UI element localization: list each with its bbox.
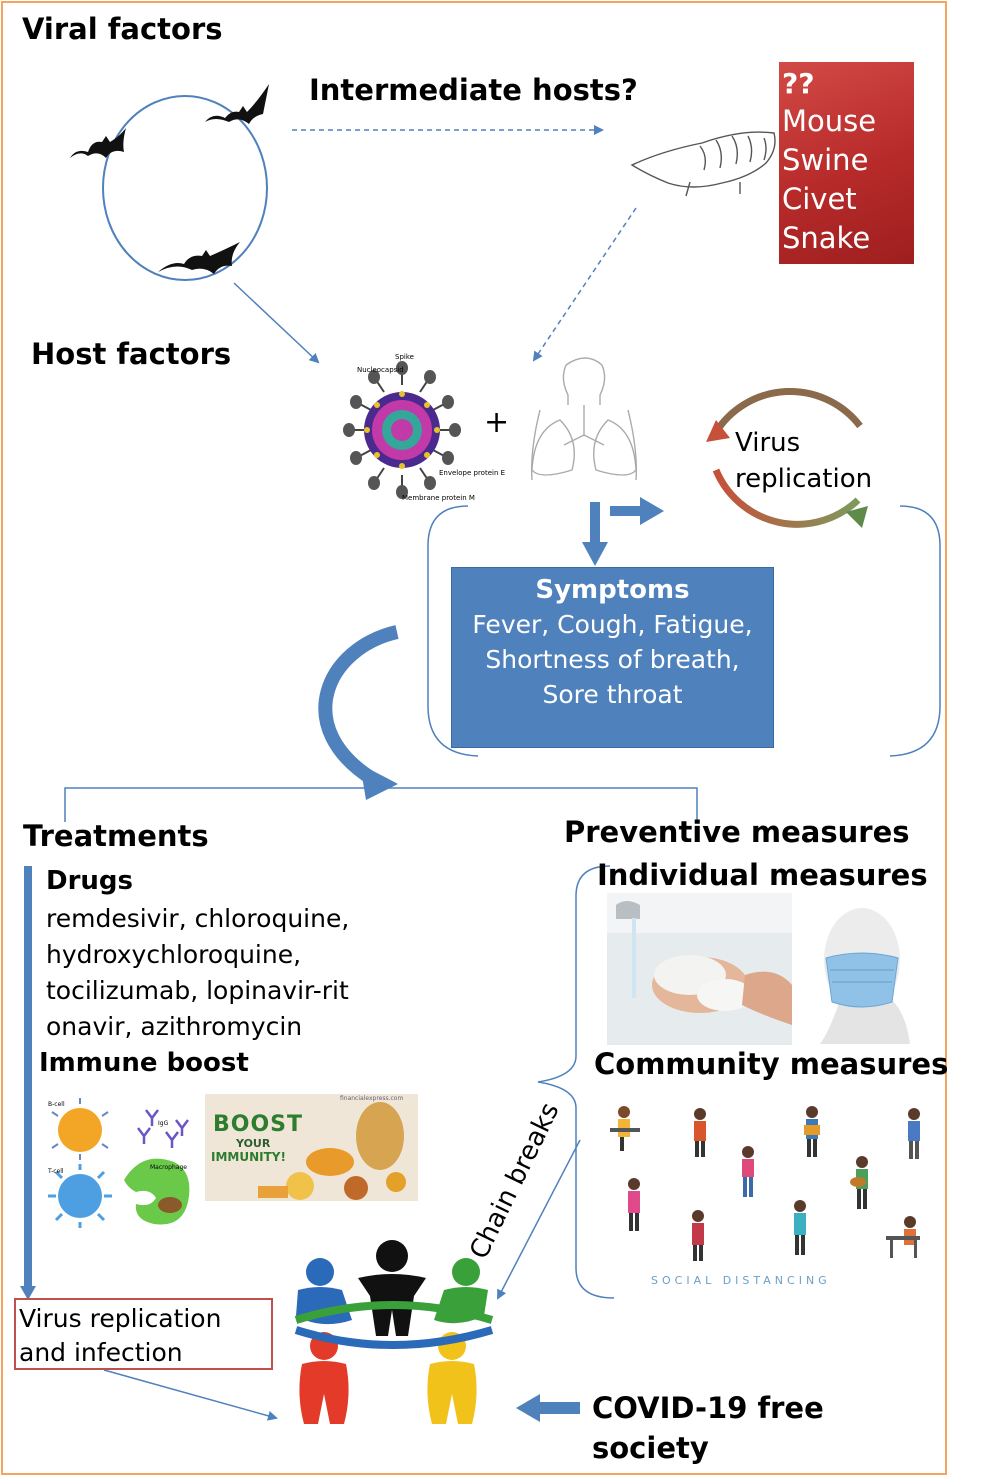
macrophage-icon xyxy=(124,1158,190,1225)
drugs-heading: Drugs xyxy=(46,866,134,896)
banner-immunity: IMMUNITY! xyxy=(211,1150,286,1164)
drugs-line-3: tocilizumab, lopinavir-rit xyxy=(46,976,349,1005)
igg-label: IgG xyxy=(158,1120,169,1127)
united-people-illustration xyxy=(294,1240,494,1424)
t-cell-label: T-cell xyxy=(48,1168,64,1175)
coronavirus-illustration xyxy=(343,361,461,499)
replication-cycle-arrows xyxy=(712,388,863,528)
igg-antibody-icon xyxy=(137,1109,189,1148)
bat-icon xyxy=(158,242,240,274)
intermediate-hosts-box: ?? Mouse Swine Civet Snake xyxy=(779,62,914,264)
symptoms-line-1: Fever, Cough, Fatigue, xyxy=(472,610,753,639)
drugs-list: remdesivir, chloroquine, hydroxychloroqu… xyxy=(46,901,349,1045)
host-item-mouse: Mouse xyxy=(782,104,877,138)
b-cell-icon xyxy=(51,1098,109,1160)
handwashing-photo xyxy=(607,893,792,1045)
drugs-line-1: remdesivir, chloroquine, xyxy=(46,904,350,933)
unknown-host-marker: ?? xyxy=(782,67,815,100)
face-mask-photo xyxy=(820,908,910,1044)
bat-icon xyxy=(205,84,269,124)
spike-label: Spike xyxy=(395,353,414,361)
host-factors-title: Host factors xyxy=(31,337,232,371)
t-cell-icon xyxy=(48,1164,112,1228)
drugs-line-4: onavir, azithromycin xyxy=(46,1012,303,1041)
viral-factors-title: Viral factors xyxy=(22,12,223,46)
host-item-snake: Snake xyxy=(782,221,871,255)
covid-free-line-2: society xyxy=(592,1431,709,1465)
envelope-label: Envelope protein E xyxy=(439,469,506,477)
macrophage-label: Macrophage xyxy=(150,1164,187,1171)
banner-boost: BOOST xyxy=(213,1112,304,1137)
community-measures-title: Community measures xyxy=(594,1047,949,1081)
plus-sign: + xyxy=(484,405,510,440)
covid-free-society-label: COVID-19 free society xyxy=(592,1388,824,1468)
membrane-label: Membrane protein M xyxy=(402,494,475,502)
symptoms-heading: Symptoms xyxy=(535,575,690,605)
individual-measures-title: Individual measures xyxy=(597,858,928,892)
drugs-line-2: hydroxychloroquine, xyxy=(46,940,302,969)
symptoms-box: Symptoms Fever, Cough, Fatigue, Shortnes… xyxy=(451,567,774,748)
outer-frame xyxy=(1,1,947,1475)
intermediate-hosts-label: Intermediate hosts? xyxy=(309,73,638,107)
social-distancing-caption: SOCIAL DISTANCING xyxy=(651,1274,831,1287)
treatments-title: Treatments xyxy=(23,819,209,853)
banner-your: YOUR xyxy=(236,1137,271,1150)
covid-free-line-1: COVID-19 free xyxy=(592,1391,824,1425)
immune-boost-heading: Immune boost xyxy=(39,1048,249,1078)
boost-immunity-banner xyxy=(205,1094,418,1201)
virus-replication-cycle-label: Virus replication xyxy=(735,425,872,497)
cycle-label-line-2: replication xyxy=(735,464,873,494)
bat-cycle-circle xyxy=(102,95,268,281)
pangolin-illustration xyxy=(630,131,776,197)
symptoms-line-3: Sore throat xyxy=(542,680,683,709)
nucleocapsid-label: Nucleocapsid xyxy=(357,366,404,374)
host-item-civet: Civet xyxy=(782,182,857,216)
banner-source: financialexpress.com xyxy=(340,1095,404,1102)
cycle-label-line-1: Virus xyxy=(735,428,801,458)
lungs-illustration xyxy=(531,357,637,481)
b-cell-label: B-cell xyxy=(48,1101,65,1108)
virus-replication-infection-box: Virus replication and infection xyxy=(14,1298,273,1370)
vr-line-1: Virus replication xyxy=(19,1304,222,1333)
symptoms-line-2: Shortness of breath, xyxy=(485,645,740,674)
bat-icon xyxy=(70,128,126,158)
social-distancing-illustration xyxy=(610,1106,920,1261)
preventive-measures-title: Preventive measures xyxy=(564,815,910,849)
host-item-swine: Swine xyxy=(782,143,869,177)
vr-line-2: and infection xyxy=(19,1338,183,1367)
